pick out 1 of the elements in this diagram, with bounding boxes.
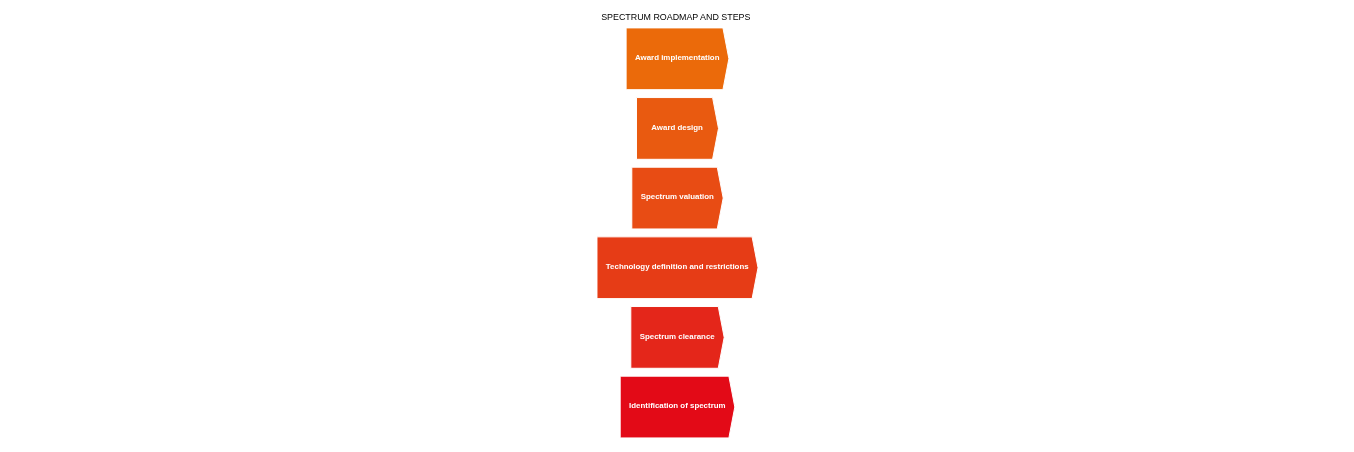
diagram-title: SPECTRUM ROADMAP AND STEPS — [600, 12, 750, 23]
